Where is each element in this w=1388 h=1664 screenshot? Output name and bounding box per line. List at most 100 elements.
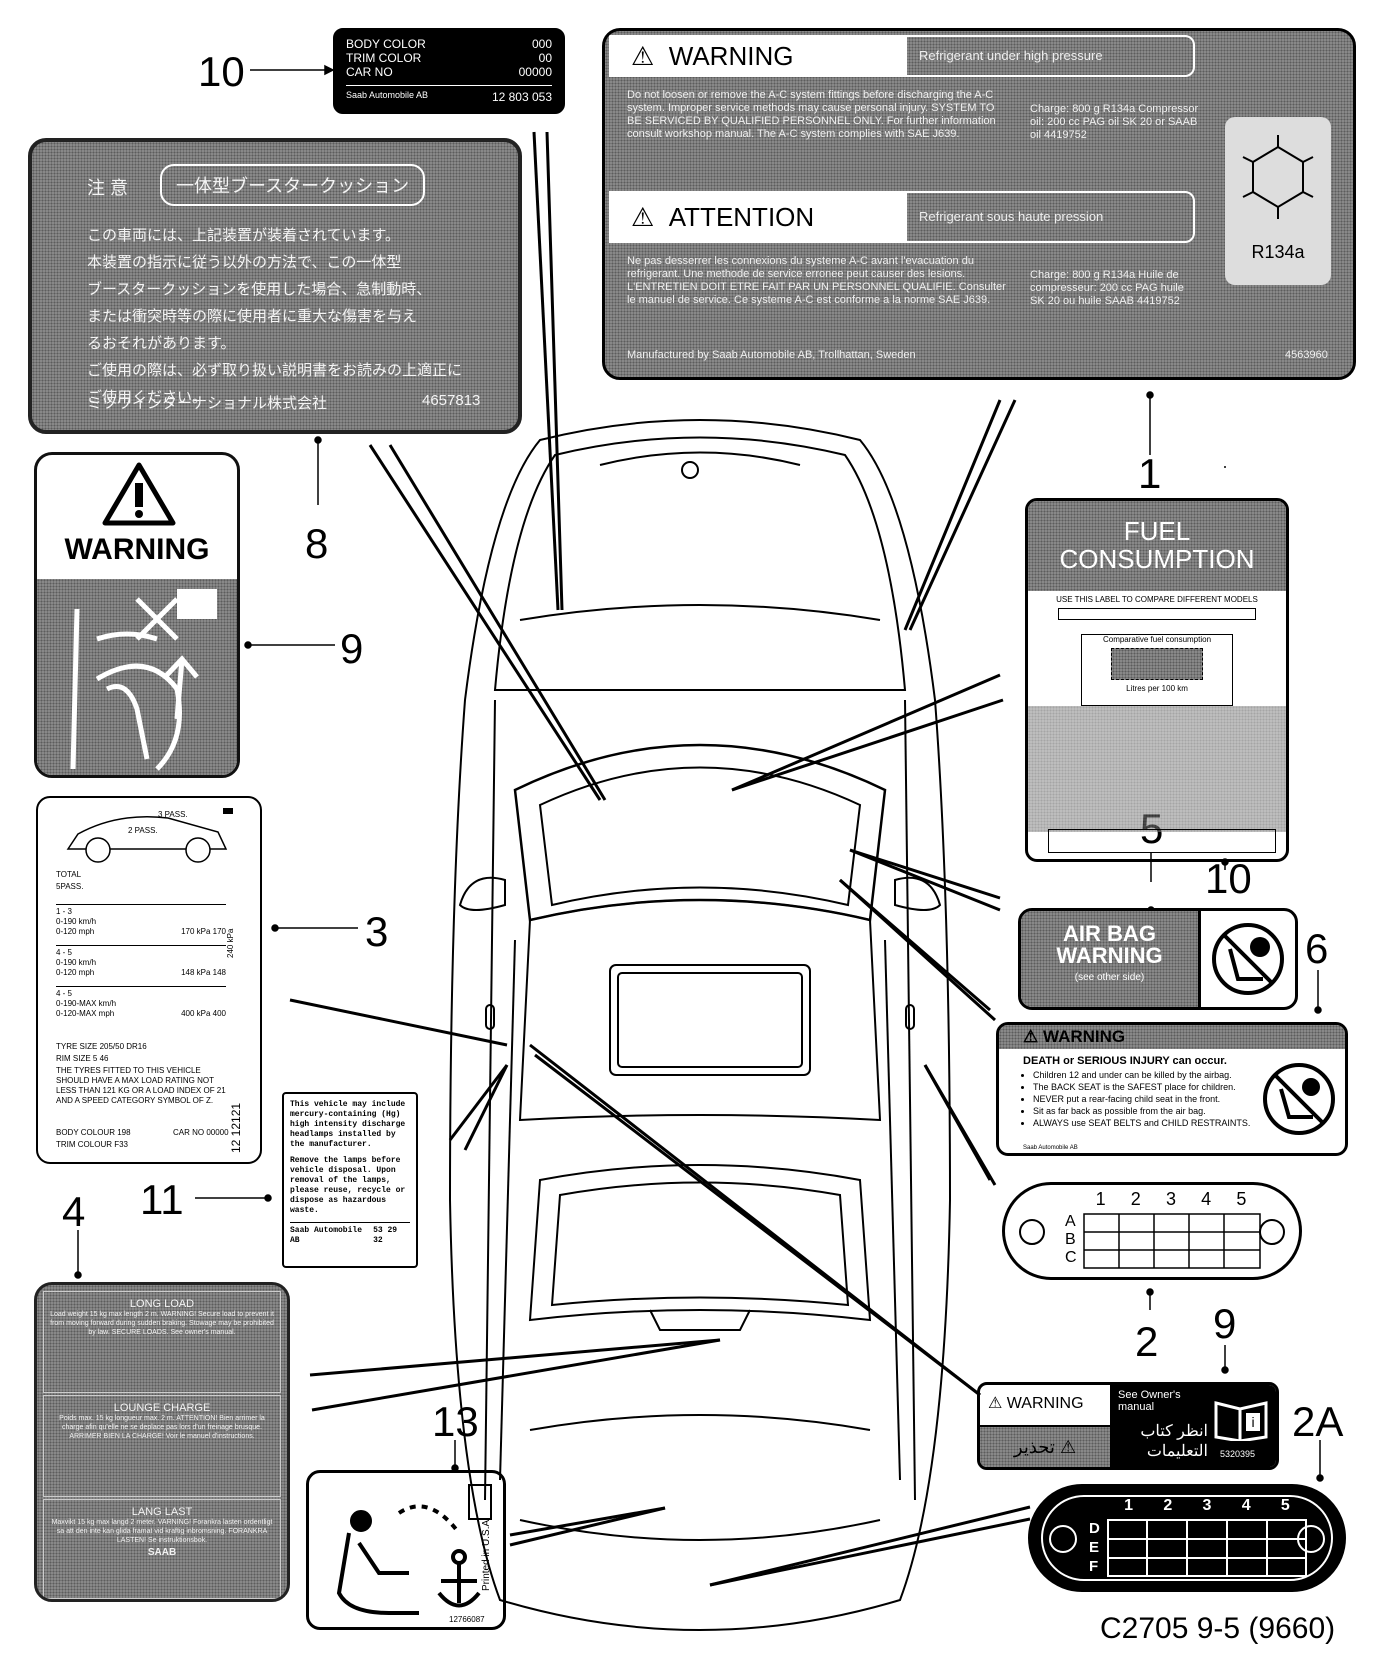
body-colour: BODY COLOUR 198 <box>56 1128 131 1137</box>
label13-part-no: 12766087 <box>449 1615 485 1624</box>
label8-pictogram-panel <box>37 579 237 775</box>
fuel-header: FUEL CONSUMPTION <box>1028 501 1286 591</box>
sunroof-outline <box>609 964 811 1076</box>
label-11-mercury-headlamps: This vehicle may include mercury-contain… <box>282 1092 418 1268</box>
child-seat-anchor-icon <box>336 1484 492 1615</box>
grid-table <box>1107 1519 1307 1577</box>
attention-right: Charge: 800 g R134a Huile de compresseur… <box>1030 269 1184 307</box>
book-info-icon: i <box>1214 1401 1268 1441</box>
warning-body: Do not loosen or remove the A-C system f… <box>627 89 996 140</box>
mount-hole <box>1019 1219 1045 1245</box>
lang-last-section: LANG LAST Maxvikt 15 kg max langd 2 mete… <box>43 1499 281 1599</box>
callout-10: 10 <box>1205 855 1252 902</box>
label-6-airbag-warning: ⚠ WARNING DEATH or SERIOUS INJURY can oc… <box>996 1022 1348 1156</box>
label11-text: This vehicle may include mercury-contain… <box>290 1100 406 1149</box>
lounge-charge-section: LOUNGE CHARGE Poids max. 15 kg longueur … <box>43 1395 281 1497</box>
warning-triangle-icon: ⚠ <box>1023 1027 1039 1046</box>
label9-warning: ⚠ WARNING <box>980 1385 1110 1427</box>
load-mid: 2 PASS. <box>128 826 158 835</box>
label6-maker: Saab Automobile AB <box>1023 1145 1078 1151</box>
callout-4: 4 <box>62 1188 86 1235</box>
label-13-isofix: Printed in U.S.A. 12766087 <box>306 1470 506 1630</box>
fuel-bar <box>1111 648 1203 680</box>
mount-hole <box>1259 1219 1285 1245</box>
label6-header: ⚠ WARNING <box>999 1025 1345 1049</box>
callout-12: 10 <box>198 48 245 95</box>
mount-hole <box>1049 1525 1077 1553</box>
tyre-notice: THE TYRES FITTED TO THIS VEHICLE SHOULD … <box>56 1066 226 1105</box>
fuel-fineprint <box>1028 706 1286 832</box>
fuel-scale <box>1058 608 1256 620</box>
car-no: CAR NO 00000 <box>173 1128 229 1137</box>
snowflake-icon <box>1242 135 1314 219</box>
label7-title: 注 意 <box>87 178 129 198</box>
airbag-pictogram-panel <box>1198 911 1295 1007</box>
callout-7: 8 <box>305 520 329 567</box>
manufacturer-footer: Manufactured by Saab Automobile AB, Trol… <box>627 349 916 361</box>
fuel-bottom-box <box>1048 829 1276 853</box>
callout-8: 9 <box>340 625 364 672</box>
callout-13: 13 <box>432 1398 479 1445</box>
total-label: TOTAL <box>56 870 82 879</box>
callout-11: 11 <box>140 1176 184 1223</box>
rim-size: RIM SIZE 5 46 <box>56 1054 109 1063</box>
trim-colour: TRIM COLOUR F33 <box>56 1140 129 1149</box>
load-top: 3 PASS. <box>158 810 188 819</box>
label7-body: この車両には、上記装置が装着されています。 本装置の指示に従う以外の方法で、この… <box>87 227 463 406</box>
label-8-warning-pictogram: WARNING <box>34 452 240 778</box>
attention-header: ⚠ ATTENTION <box>609 191 905 243</box>
fuel-compare: USE THIS LABEL TO COMPARE DIFFERENT MODE… <box>1056 595 1258 604</box>
callout-9: 9 <box>1213 1300 1237 1347</box>
label9-arabic-warning: تحذير ⚠ <box>980 1427 1110 1467</box>
label13-printed: Printed in U.S.A. <box>481 1517 492 1591</box>
grid-table <box>1083 1213 1261 1269</box>
callout-2: 2 <box>1135 1318 1159 1365</box>
callout-2a: 2A <box>1292 1398 1344 1445</box>
label9-warning-panel: ⚠ WARNING تحذير ⚠ <box>980 1385 1110 1467</box>
max-pressure: 240 kPa <box>226 928 235 958</box>
label-10-fuel-consumption: FUEL CONSUMPTION USE THIS LABEL TO COMPA… <box>1025 498 1289 862</box>
part-number: 4563960 <box>1285 349 1328 361</box>
saab-logo: SAAB <box>147 1547 177 1558</box>
plate-border <box>1041 1495 1333 1581</box>
label6-headline: DEATH or SERIOUS INJURY can occur. <box>1023 1055 1227 1067</box>
label7-boxed-title: 一体型ブースタークッション <box>160 164 426 206</box>
callout-6: 6 <box>1305 925 1329 972</box>
label6-bullets: Children 12 and under can be killed by t… <box>999 1069 1263 1129</box>
label-5-airbag-warning: AIR BAG WARNING (see other side) <box>1018 908 1298 1010</box>
attention-body: Ne pas desserrer les connexions du syste… <box>627 255 1006 306</box>
callout-1: 1 <box>1138 450 1162 497</box>
label3-part-no: 12 12121 <box>229 1102 243 1153</box>
warning-right: Charge: 800 g R134a Compressor oil: 200 … <box>1030 103 1199 141</box>
refrigerant-badge: R134a <box>1225 117 1331 285</box>
warning-header: ⚠ WARNING <box>609 35 905 77</box>
callout-3: 3 <box>365 908 389 955</box>
figure-code: C2705 9-5 (9660) <box>1100 1612 1336 1645</box>
long-load-section: LONG LOAD Load weight 15 kg max length 2… <box>43 1291 281 1393</box>
no-rear-facing-seat-icon <box>1263 1063 1335 1135</box>
warning-subtitle: Refrigerant under high pressure <box>905 35 1195 77</box>
attention-subtitle: Refrigerant sous haute pression <box>905 191 1195 243</box>
warning-triangle-icon: ⚠ <box>631 202 655 232</box>
warning-triangle-icon: ⚠ <box>1059 1437 1077 1457</box>
label7-part-no: 4657813 <box>422 392 481 409</box>
label-1-ac-refrigerant: ⚠ WARNING Refrigerant under high pressur… <box>602 28 1356 380</box>
